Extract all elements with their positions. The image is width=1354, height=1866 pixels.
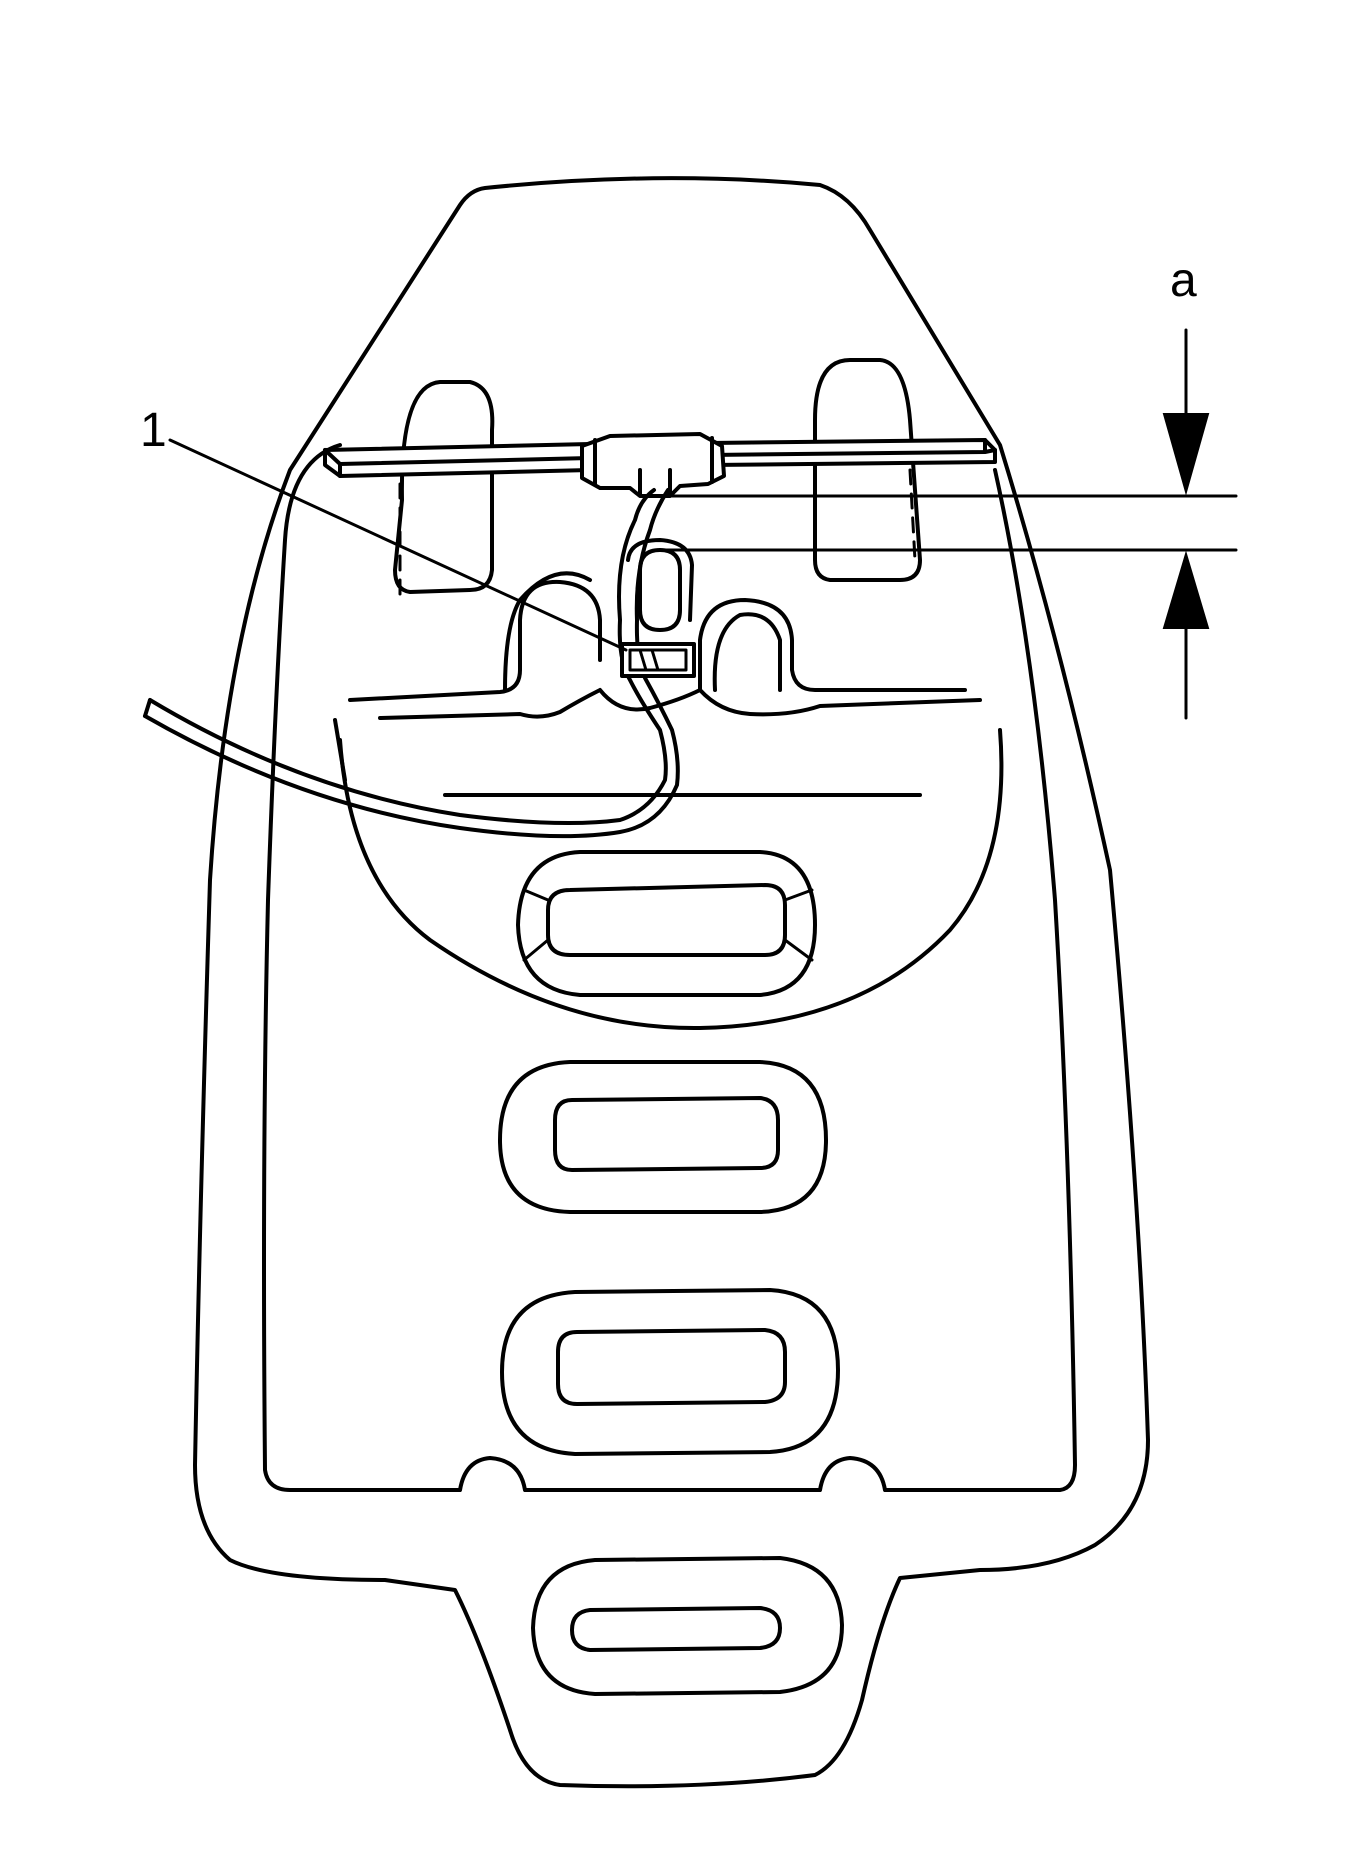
connector-hatch-2 bbox=[650, 648, 660, 672]
center-hump-right bbox=[698, 598, 967, 692]
center-hump-left bbox=[348, 579, 602, 702]
wire-harness-inner bbox=[143, 488, 680, 839]
tail-pocket-outer bbox=[531, 1556, 844, 1696]
seat-frame-outline bbox=[193, 176, 1150, 1789]
connector-hatch-1 bbox=[638, 648, 648, 672]
left-bolster-pad bbox=[393, 380, 495, 594]
center-hump-outer bbox=[503, 571, 592, 692]
dimension-a-arrow-top bbox=[1162, 413, 1210, 496]
right-bolster-dash bbox=[908, 468, 917, 562]
dome-crease-left bbox=[333, 718, 347, 782]
center-slot-outer bbox=[626, 538, 694, 622]
dimension-a-label: a bbox=[1170, 254, 1197, 307]
hump-base-line bbox=[378, 688, 982, 720]
upper-pocket-outline bbox=[338, 728, 1004, 1031]
right-bolster-pad bbox=[813, 358, 922, 582]
pocket-2-inner bbox=[553, 1096, 780, 1172]
center-slot bbox=[638, 548, 682, 632]
pocket-1-outer bbox=[516, 850, 817, 997]
callout-1-leader bbox=[168, 438, 628, 652]
callout-1-label: 1 bbox=[140, 404, 167, 457]
rod-center-hub bbox=[580, 432, 726, 498]
pocket-1-inner bbox=[546, 883, 787, 957]
dimension-a-arrow-bottom bbox=[1162, 550, 1210, 629]
inner-panel-outline bbox=[262, 443, 1077, 1492]
tail-pocket-inner bbox=[570, 1606, 782, 1652]
pocket-1-corners bbox=[522, 888, 814, 962]
pocket-3-inner bbox=[556, 1328, 787, 1406]
rod-hub-detail bbox=[593, 436, 714, 496]
center-hump-right-inner bbox=[712, 612, 782, 692]
wire-end bbox=[143, 698, 152, 718]
wire-harness-outer bbox=[148, 488, 668, 826]
rod-bar-edge bbox=[323, 438, 997, 478]
pocket-2-outer bbox=[498, 1060, 828, 1214]
pocket-3-outer bbox=[500, 1288, 840, 1456]
